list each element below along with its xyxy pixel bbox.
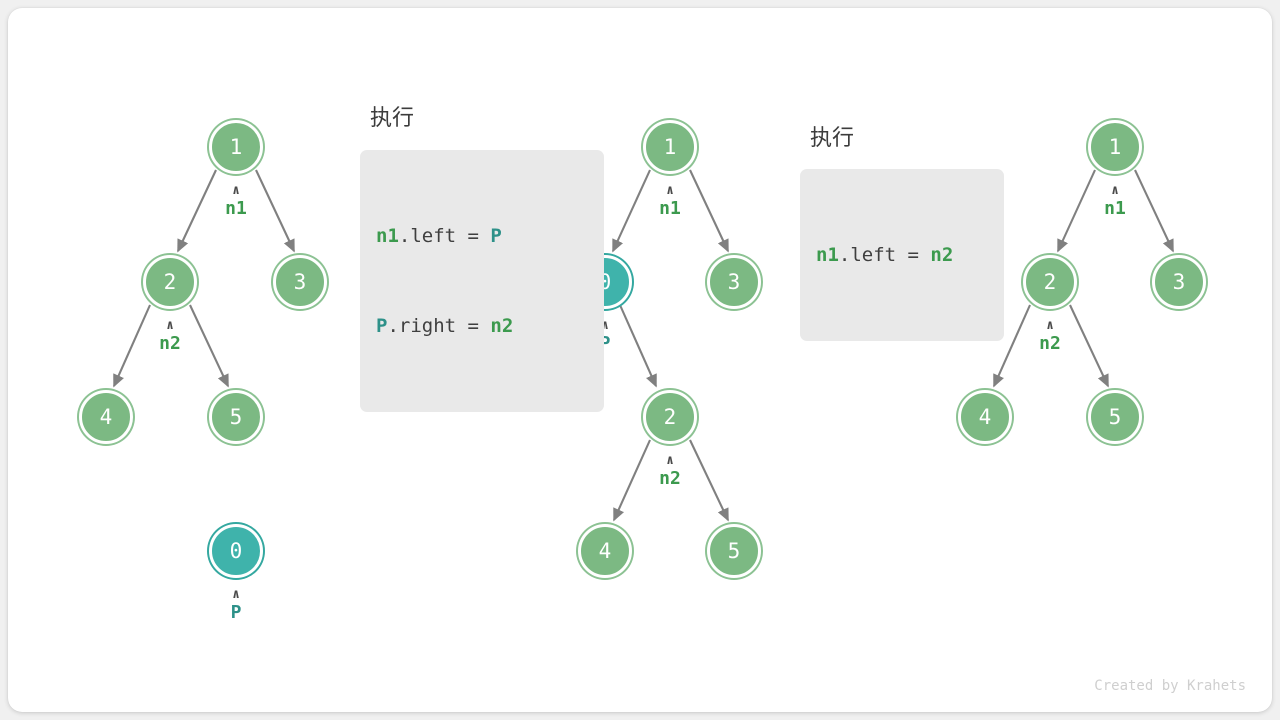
tree-node: 2 [643,390,697,444]
tree-node: 1 [643,120,697,174]
code-line: P.right = n2 [376,315,514,337]
caret-icon: ∧ [232,587,240,602]
code-line: n1.left = n2 [816,244,954,266]
pointer-label: ∧ n2 [159,318,181,354]
tree-node: 2 [1023,255,1077,309]
caret-icon: ∧ [601,318,609,333]
step-title: 执行 [810,126,855,151]
tree-node: 5 [1088,390,1142,444]
tree-node: 4 [958,390,1012,444]
tree-node: 5 [209,390,263,444]
code-line: n1.left = P [376,225,502,247]
tree-node: 3 [273,255,327,309]
caret-icon: ∧ [666,453,674,468]
tree-node: 0 [209,524,263,578]
caret-icon: ∧ [1111,183,1119,198]
tree-node: 4 [79,390,133,444]
tree-node: 1 [1088,120,1142,174]
tree-node: 3 [707,255,761,309]
caret-icon: ∧ [232,183,240,198]
pointer-label: ∧ n1 [659,183,681,219]
tree-node: 2 [143,255,197,309]
pointer-label: ∧ n1 [1104,183,1126,219]
tree-node: 4 [578,524,632,578]
tree-node: 5 [707,524,761,578]
code-block: n1.left = n2 [800,169,1004,341]
caret-icon: ∧ [666,183,674,198]
tree-edges-layer [113,169,1174,522]
code-block: n1.left = P P.right = n2 [360,150,604,412]
tree-node: 3 [1152,255,1206,309]
pointer-label: ∧ P [599,318,611,354]
pointer-label: ∧ n2 [659,453,681,489]
diagram-canvas: 1 2 3 4 5 0 ∧ n1 ∧ n2 ∧ P 执行 n1.left = P… [8,8,1272,712]
caret-icon: ∧ [166,318,174,333]
tree-node: 1 [209,120,263,174]
pointer-label: ∧ n1 [225,183,247,219]
credit-text: Created by Krahets [1094,678,1246,694]
pointer-label: ∧ P [230,587,242,623]
step-title: 执行 [370,106,415,131]
caret-icon: ∧ [1046,318,1054,333]
pointer-label: ∧ n2 [1039,318,1061,354]
